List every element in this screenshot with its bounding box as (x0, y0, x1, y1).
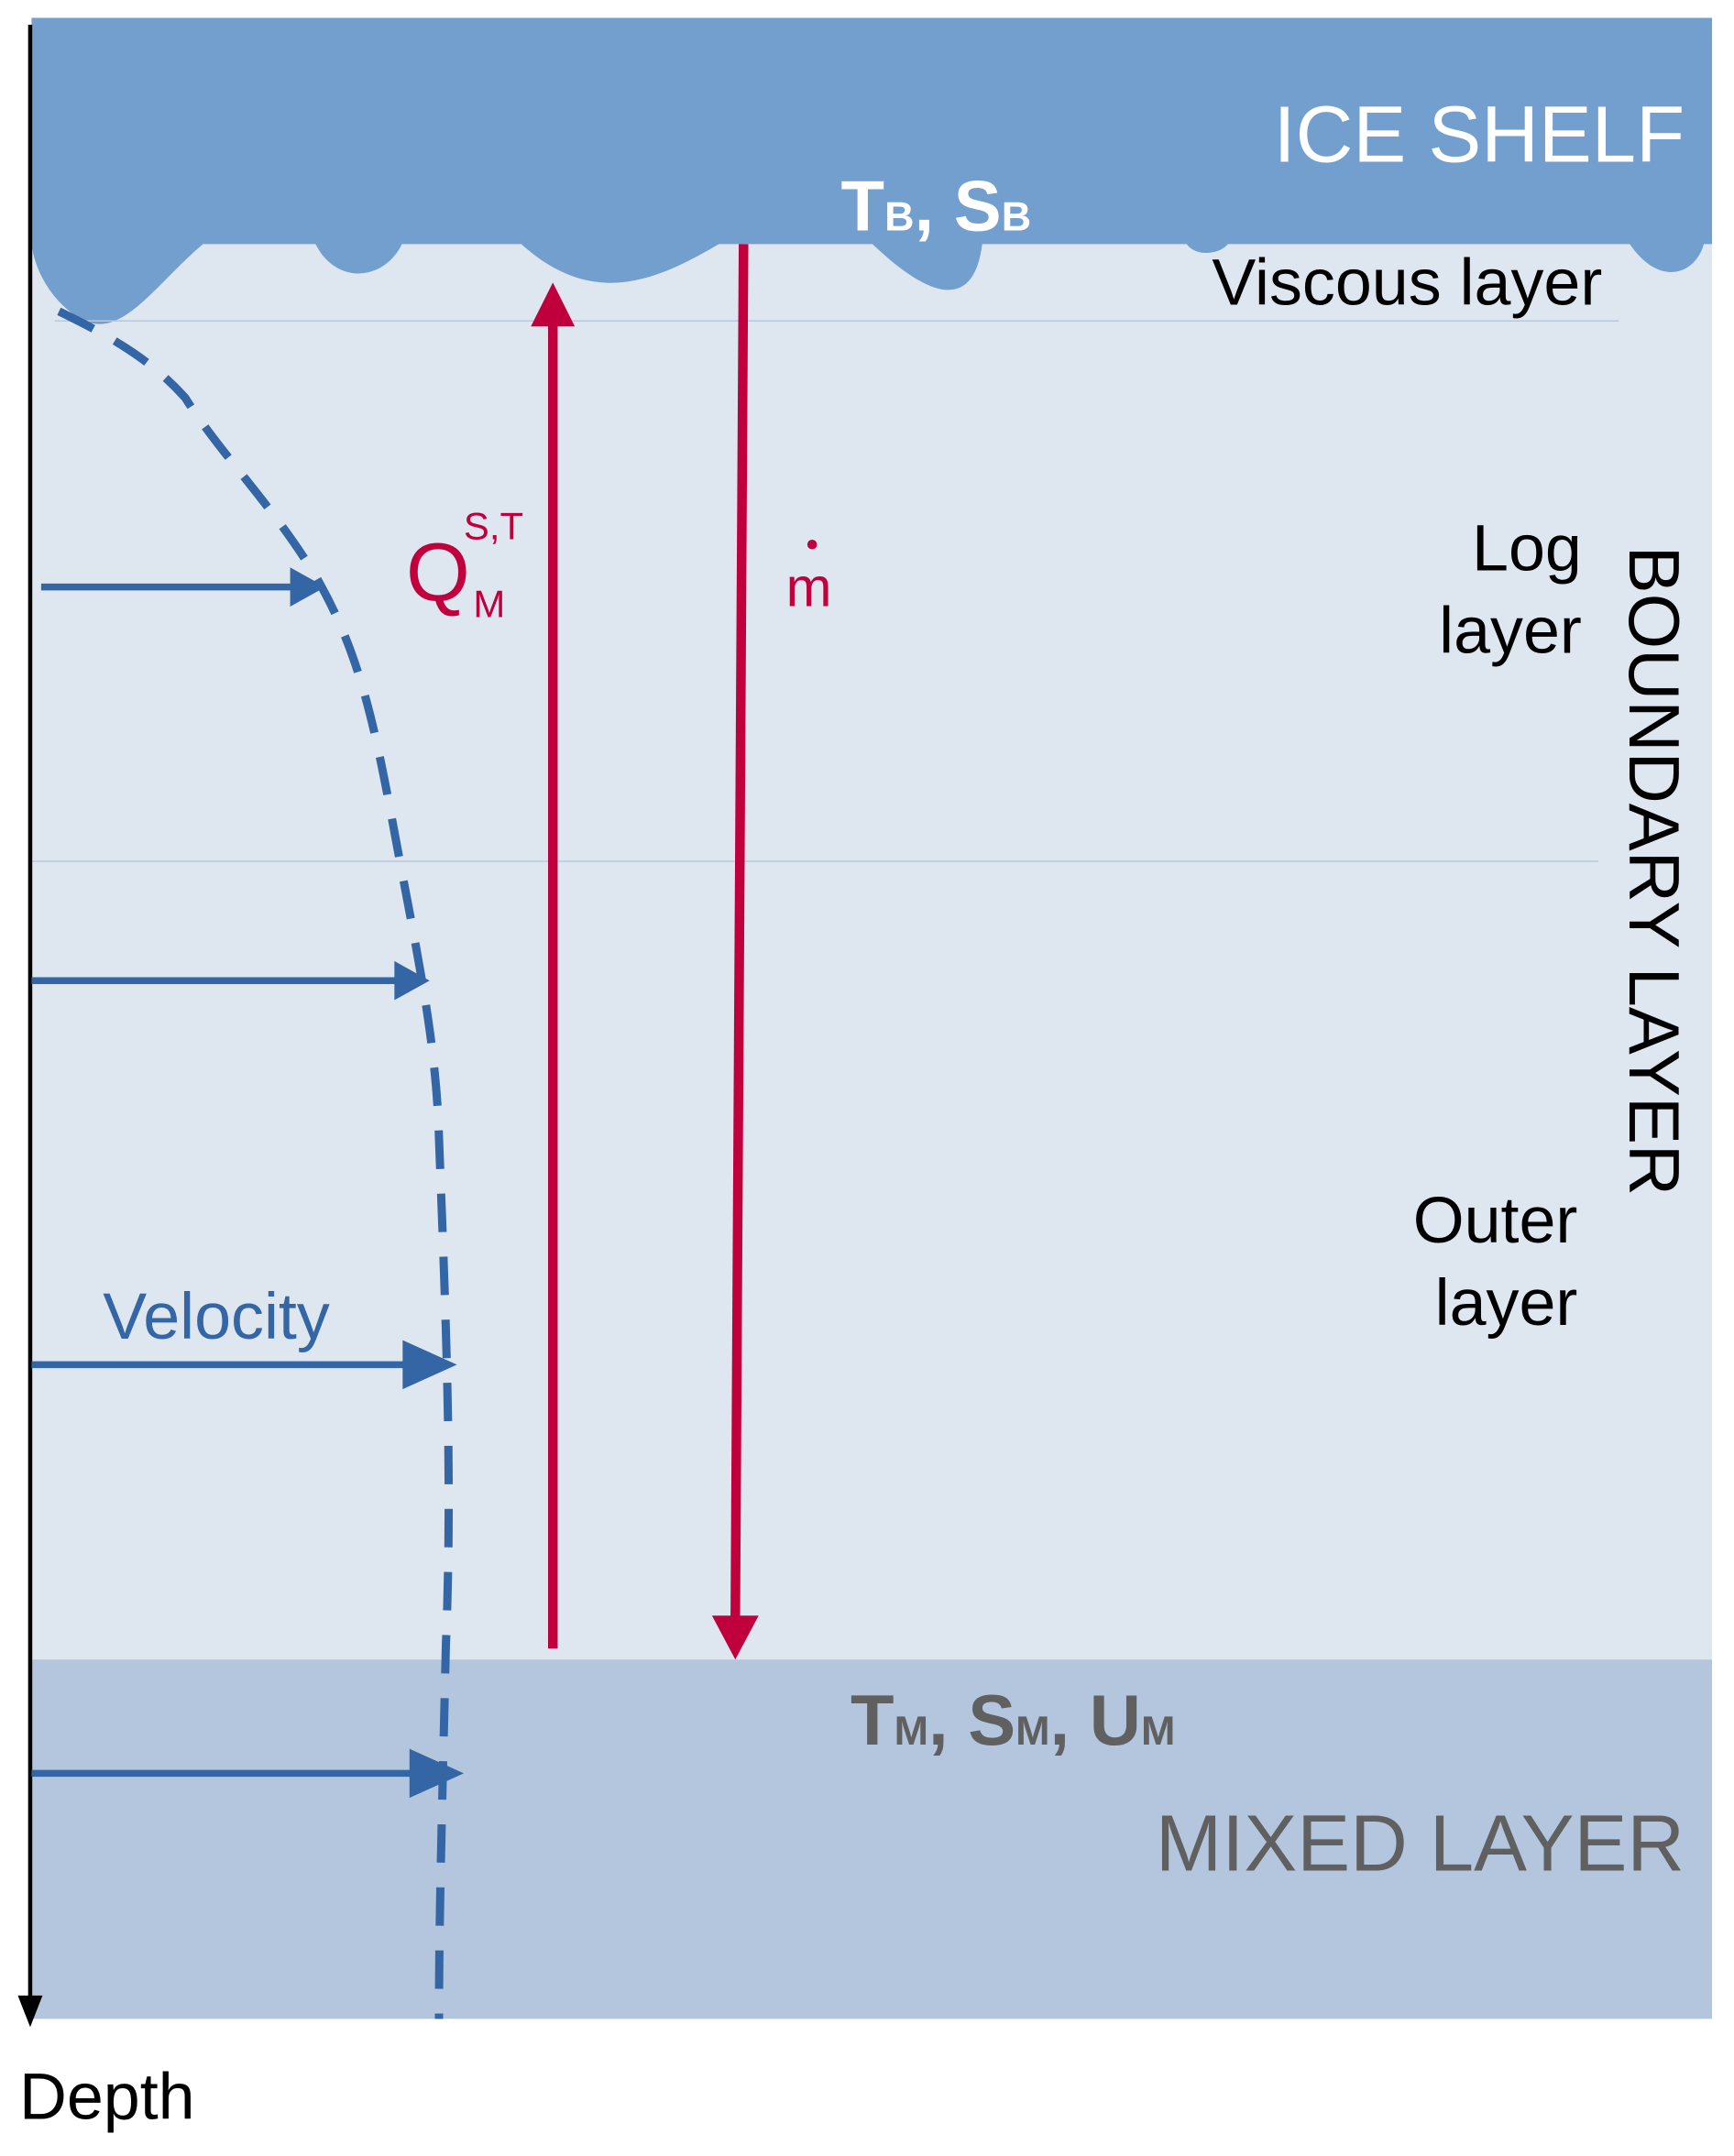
velocity-arrowhead-3-icon (402, 1340, 457, 1390)
velocity-arrowhead-4-icon (409, 1748, 465, 1799)
ice-shelf-region (31, 17, 1713, 324)
mixed-layer-variables: TM, SM, UM (851, 1681, 1175, 1760)
ice-shelf-label: ICE SHELF (1274, 91, 1685, 180)
melt-rate-dot (807, 539, 818, 550)
heat-salt-flux-arrowhead-icon (531, 282, 576, 327)
interface-variables: TB, SB (841, 167, 1032, 246)
melt-rate-arrowhead-icon (711, 1615, 759, 1660)
velocity-label: Velocity (103, 1280, 330, 1353)
melt-rate-symbol: m (786, 557, 832, 618)
velocity-arrowhead-2-icon (394, 960, 430, 1001)
boundary-layer-region (31, 17, 1713, 1660)
mixed-layer-label: MIXED LAYER (1156, 1800, 1685, 1888)
log-layer-label-line2: layer (1439, 594, 1582, 667)
boundary-layer-label: BOUNDARY LAYER (1614, 546, 1693, 1196)
outer-layer-label-line2: layer (1435, 1266, 1578, 1340)
depth-axis-arrowhead-icon (17, 1995, 43, 2028)
flux-symbol-q: Q (406, 528, 470, 619)
velocity-profile-curve (57, 307, 454, 2019)
flux-superscript: S,T (464, 504, 523, 547)
viscous-layer-label: Viscous layer (1212, 246, 1602, 319)
outer-layer-label-line1: Outer (1413, 1184, 1578, 1257)
velocity-arrowhead-1-icon (290, 567, 325, 607)
log-layer-label-line1: Log (1472, 512, 1582, 586)
flux-subscript: M (473, 583, 505, 626)
depth-axis-label: Depth (19, 2061, 195, 2134)
mixed-layer-region (31, 1659, 1713, 2019)
melt-rate-arrow (730, 244, 749, 1619)
